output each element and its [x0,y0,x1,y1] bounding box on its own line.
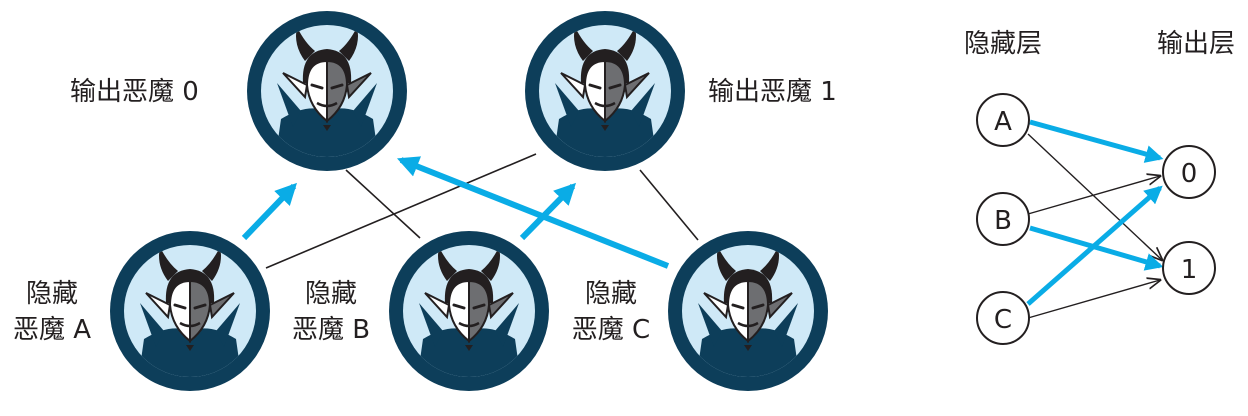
label-hidden-c-line1: 隐藏 [585,279,637,309]
connection-c-0-highlight [396,156,670,269]
hidden-node-a: A [976,93,1030,147]
label-hidden-c-line2: 恶魔 C [572,315,650,345]
hidden-layer-header: 隐藏层 [964,29,1042,59]
output-devil-1 [525,11,685,171]
hidden-devil-c [668,231,828,391]
edge-c-1 [1027,280,1160,319]
hidden-node-b-label: B [994,206,1012,236]
output-node-1-label: 1 [1181,255,1198,285]
edge-a-0-highlight [1029,119,1164,163]
network-edges [1026,119,1164,319]
hidden-devil-a [110,231,270,391]
label-hidden-b-line1: 隐藏 [305,279,357,309]
label-hidden-a-line1: 隐藏 [26,279,78,309]
connection-a-0-highlight [241,182,297,241]
output-node-1: 1 [1162,241,1216,295]
hidden-node-b: B [976,192,1030,246]
connection-c-1 [639,169,699,241]
label-output-0: 输出恶魔 0 [70,77,199,107]
connection-b-1-highlight [519,182,577,241]
output-node-0-label: 0 [1181,159,1198,189]
left-connections [241,153,699,269]
output-devil-0 [247,11,407,171]
hidden-node-a-label: A [994,107,1012,137]
edge-c-0-highlight [1026,185,1163,306]
output-node-0: 0 [1162,145,1216,199]
edge-a-1 [1027,133,1162,260]
hidden-node-c: C [976,291,1030,345]
output-layer-header: 输出层 [1157,29,1235,59]
connection-a-1 [265,153,537,269]
hidden-devil-b [389,231,549,391]
connection-b-0 [345,169,421,239]
label-output-1: 输出恶魔 1 [708,77,837,107]
edge-b-0 [1027,176,1160,215]
label-hidden-a-line2: 恶魔 A [13,315,91,345]
label-hidden-b-line2: 恶魔 B [292,315,370,345]
hidden-node-c-label: C [994,305,1012,335]
